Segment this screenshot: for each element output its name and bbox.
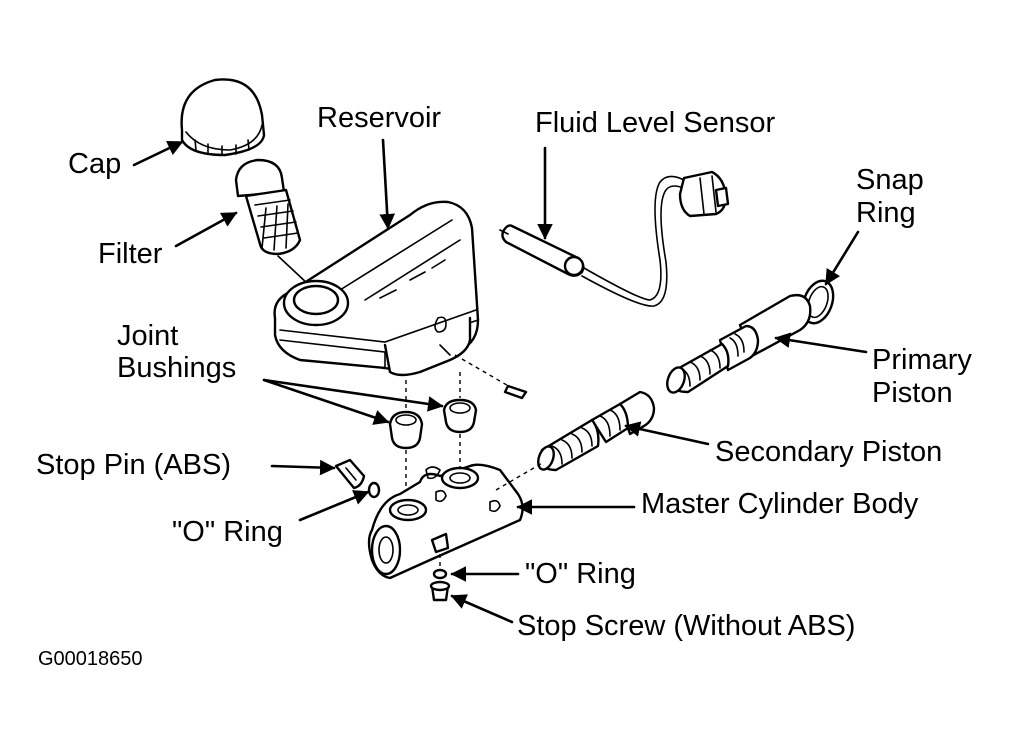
master-cylinder-body-part bbox=[367, 461, 545, 580]
label-filter: Filter bbox=[98, 238, 163, 270]
leader-arrows bbox=[132, 138, 868, 624]
label-o-ring-bottom: "O" Ring bbox=[525, 558, 636, 590]
label-stop-pin-abs: Stop Pin (ABS) bbox=[36, 449, 232, 481]
cap-part bbox=[180, 78, 266, 157]
label-stop-screw: Stop Screw (Without ABS) bbox=[517, 610, 856, 642]
stop-pin-part bbox=[334, 458, 381, 499]
label-snap-ring-line1: Snap bbox=[856, 164, 924, 196]
label-joint-bushings-line1: Joint bbox=[117, 320, 179, 352]
figure-code: G00018650 bbox=[38, 648, 143, 670]
label-secondary-piston: Secondary Piston bbox=[715, 436, 943, 468]
label-o-ring-left: "O" Ring bbox=[172, 516, 283, 548]
secondary-piston-part bbox=[537, 390, 656, 472]
filter-part bbox=[234, 158, 302, 256]
label-joint-bushings-line2: Bushings bbox=[117, 352, 237, 384]
label-primary-piston-line2: Piston bbox=[872, 377, 953, 409]
label-snap-ring-line2: Ring bbox=[856, 197, 916, 229]
stop-screw-part bbox=[429, 554, 451, 602]
label-reservoir: Reservoir bbox=[317, 102, 442, 134]
label-primary-piston-line1: Primary bbox=[872, 344, 972, 376]
label-cap: Cap bbox=[68, 148, 122, 180]
label-master-cylinder-body: Master Cylinder Body bbox=[641, 488, 919, 520]
fluid-level-sensor-part bbox=[499, 170, 730, 307]
reservoir-part bbox=[273, 200, 480, 377]
primary-piston-part bbox=[666, 293, 812, 394]
joint-bushings-part bbox=[388, 372, 478, 498]
label-fluid-level-sensor: Fluid Level Sensor bbox=[535, 107, 776, 139]
